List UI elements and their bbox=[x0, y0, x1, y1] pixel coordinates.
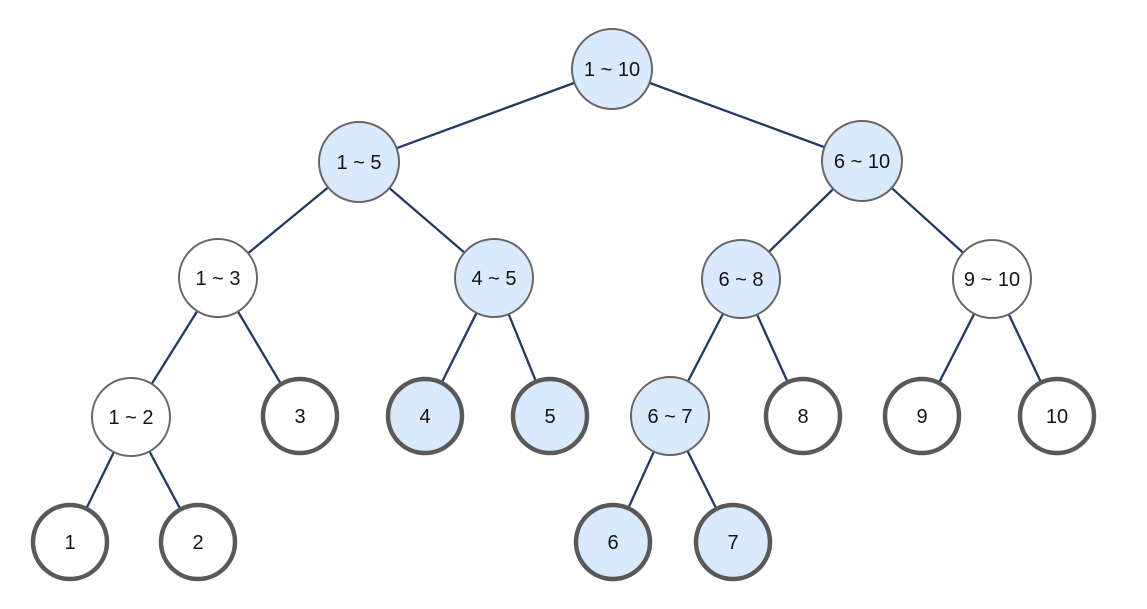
node-label: 1 ~ 3 bbox=[195, 268, 240, 290]
tree-edge-1-10-1-5 bbox=[358, 67, 613, 164]
node-label: 1 ~ 10 bbox=[584, 59, 640, 81]
leaf-node-circle bbox=[510, 376, 590, 456]
tree-node-1-5: 1 ~ 5 bbox=[318, 121, 400, 203]
tree-node-6: 6 bbox=[573, 502, 653, 582]
tree-node-6-8: 6 ~ 8 bbox=[701, 239, 781, 319]
leaf-node-circle bbox=[882, 376, 962, 456]
node-label: 1 ~ 5 bbox=[336, 152, 381, 174]
leaf-node-circle bbox=[1017, 376, 1097, 456]
tree-node-8: 8 bbox=[763, 376, 843, 456]
tree-node-10: 10 bbox=[1017, 376, 1097, 456]
tree-node-3: 3 bbox=[260, 376, 340, 456]
internal-node-circle bbox=[821, 120, 903, 202]
tree-node-7: 7 bbox=[693, 502, 773, 582]
leaf-node-circle bbox=[30, 502, 110, 582]
leaf-node-circle bbox=[158, 502, 238, 582]
internal-node-circle bbox=[571, 28, 653, 110]
tree-node-6-10: 6 ~ 10 bbox=[821, 120, 903, 202]
tree-node-4: 4 bbox=[385, 376, 465, 456]
node-label: 4 ~ 5 bbox=[471, 268, 516, 290]
node-label: 8 bbox=[797, 406, 808, 428]
node-label: 6 ~ 8 bbox=[718, 269, 763, 291]
node-label: 6 ~ 7 bbox=[647, 406, 692, 428]
leaf-node-circle bbox=[693, 502, 773, 582]
tree-node-1-10: 1 ~ 10 bbox=[571, 28, 653, 110]
internal-node-circle bbox=[952, 239, 1032, 319]
node-label: 6 bbox=[607, 532, 618, 554]
node-label: 5 bbox=[544, 406, 555, 428]
tree-node-1: 1 bbox=[30, 502, 110, 582]
internal-node-circle bbox=[630, 376, 710, 456]
tree-node-1-3: 1 ~ 3 bbox=[178, 238, 258, 318]
tree-node-6-7: 6 ~ 7 bbox=[630, 376, 710, 456]
tree-node-2: 2 bbox=[158, 502, 238, 582]
tree-node-5: 5 bbox=[510, 376, 590, 456]
node-label: 1 ~ 2 bbox=[108, 407, 153, 429]
node-label: 3 bbox=[294, 406, 305, 428]
internal-node-circle bbox=[318, 121, 400, 203]
node-label: 10 bbox=[1046, 406, 1068, 428]
tree-node-4-5: 4 ~ 5 bbox=[454, 238, 534, 318]
node-label: 9 bbox=[916, 406, 927, 428]
node-label: 7 bbox=[727, 532, 738, 554]
internal-node-circle bbox=[178, 238, 258, 318]
node-label: 4 bbox=[419, 406, 430, 428]
tree-edge-1-10-6-10 bbox=[611, 67, 863, 163]
leaf-node-circle bbox=[763, 376, 843, 456]
node-label: 1 bbox=[64, 532, 75, 554]
leaf-node-circle bbox=[573, 502, 653, 582]
node-label: 9 ~ 10 bbox=[964, 269, 1020, 291]
leaf-node-circle bbox=[260, 376, 340, 456]
internal-node-circle bbox=[454, 238, 534, 318]
leaf-node-circle bbox=[385, 376, 465, 456]
node-label: 2 bbox=[192, 532, 203, 554]
internal-node-circle bbox=[91, 377, 171, 457]
tree-node-1-2: 1 ~ 2 bbox=[91, 377, 171, 457]
tree-node-9: 9 bbox=[882, 376, 962, 456]
node-label: 6 ~ 10 bbox=[834, 151, 890, 173]
tree-node-9-10: 9 ~ 10 bbox=[952, 239, 1032, 319]
internal-node-circle bbox=[701, 239, 781, 319]
